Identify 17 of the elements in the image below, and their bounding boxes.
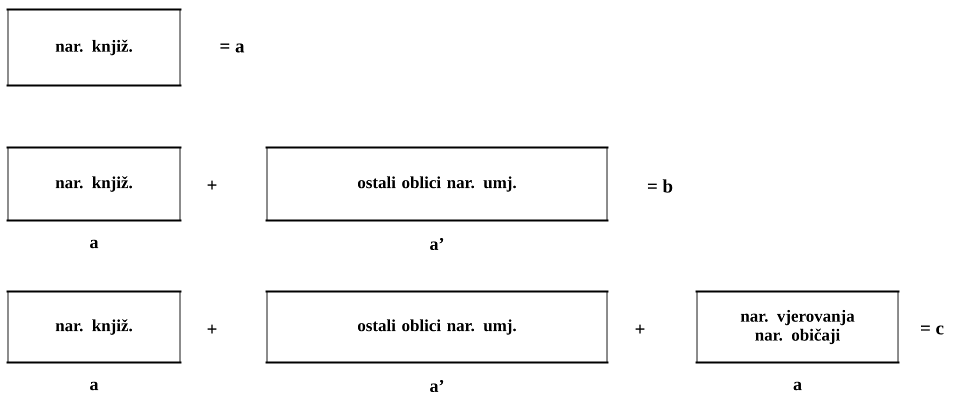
text-box: nar. knjiž. <box>6 146 182 222</box>
variable-label: a <box>794 382 802 390</box>
operator-label: + <box>208 180 216 190</box>
operator-label: = b <box>648 179 672 193</box>
text-box: nar. knjiž. <box>6 290 182 364</box>
operator-label: = a <box>220 43 244 53</box>
variable-label: a <box>90 382 98 390</box>
variable-label: a <box>90 240 98 248</box>
operator-label: + <box>208 324 216 334</box>
text-box: nar. vjerovanja nar. običaji <box>696 290 900 364</box>
variable-label: a’ <box>430 238 444 250</box>
variable-label: a’ <box>430 380 444 392</box>
text-box: nar. knjiž. <box>6 8 182 86</box>
operator-label: = c <box>921 325 944 335</box>
text-box: ostali oblici nar. umj. <box>266 146 608 222</box>
operator-label: + <box>636 324 644 334</box>
text-box: ostali oblici nar. umj. <box>266 290 608 364</box>
